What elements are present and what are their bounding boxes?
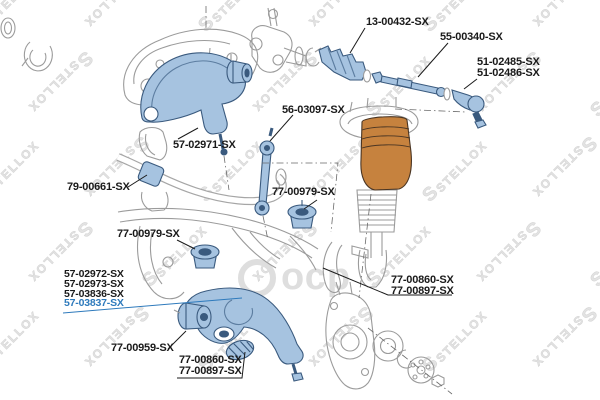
label-lower-arm-2: 57-02973-SX [64, 277, 124, 290]
steering-knuckle [325, 281, 376, 390]
strut-top-mount [339, 97, 419, 139]
label-strut-side-1: 77-00860-SX [391, 274, 454, 286]
label-arm-rear-bushing-1: 77-00860-SX [179, 354, 242, 366]
label-boot: 13-00432-SX [366, 16, 429, 28]
lower-arm-variant-list: 57-02972-SX 57-02973-SX 57-03836-SX 57-0… [64, 268, 124, 310]
lower-arm-front-bushing [173, 302, 212, 330]
knuckle-upper-strip [322, 241, 343, 294]
label-tie-rod-end-2: 51-02486-SX [477, 67, 540, 79]
seal-ring-icon [0, 17, 53, 72]
lower-arm-rear-bushing [225, 339, 255, 361]
tie-rod-end [451, 89, 487, 129]
inner-tie-rod [371, 71, 451, 101]
upper-control-arm [140, 52, 246, 156]
label-tie-rod-end-1: 51-02485-SX [477, 56, 540, 68]
label-subframe-bushing-right: 77-00979-SX [272, 186, 335, 198]
strut-fork [351, 245, 388, 288]
label-strut-side-2: 77-00897-SX [391, 285, 454, 297]
leader-lines [127, 27, 478, 379]
label-inner-tie-rod: 55-00340-SX [440, 31, 503, 43]
steering-gear [249, 7, 322, 73]
subframe-bushing-right [287, 200, 317, 229]
label-lower-arm-front-bushing: 77-00959-SX [111, 342, 174, 354]
wheel-bearing-kit [372, 330, 445, 388]
label-stab-bushing: 79-00661-SX [67, 181, 130, 193]
stab-bar-bushing [137, 161, 165, 187]
lower-subframe [117, 207, 319, 300]
air-spring-bag [360, 116, 412, 191]
label-upper-arm: 57-02971-SX [173, 139, 236, 151]
label-subframe-bushing-left: 77-00979-SX [117, 228, 180, 240]
label-stab-link: 56-03097-SX [282, 104, 345, 116]
blue-parts [137, 45, 487, 382]
stabilizer-link [254, 127, 275, 216]
label-lower-arm-3: 57-03836-SX [64, 287, 124, 300]
subframe-bushing-left [190, 244, 220, 269]
axis-lines [205, 6, 467, 395]
lower-control-arm [183, 287, 304, 382]
label-arm-rear-bushing-2: 77-00897-SX [179, 365, 242, 377]
upper-arm-bushing [226, 60, 253, 84]
label-lower-arm-1: 57-02972-SX [64, 268, 124, 280]
highlight-leader-line [62, 297, 243, 314]
label-lower-arm-4-link[interactable]: 57-03837-SX [64, 297, 124, 310]
steering-rack-boot [318, 45, 372, 83]
